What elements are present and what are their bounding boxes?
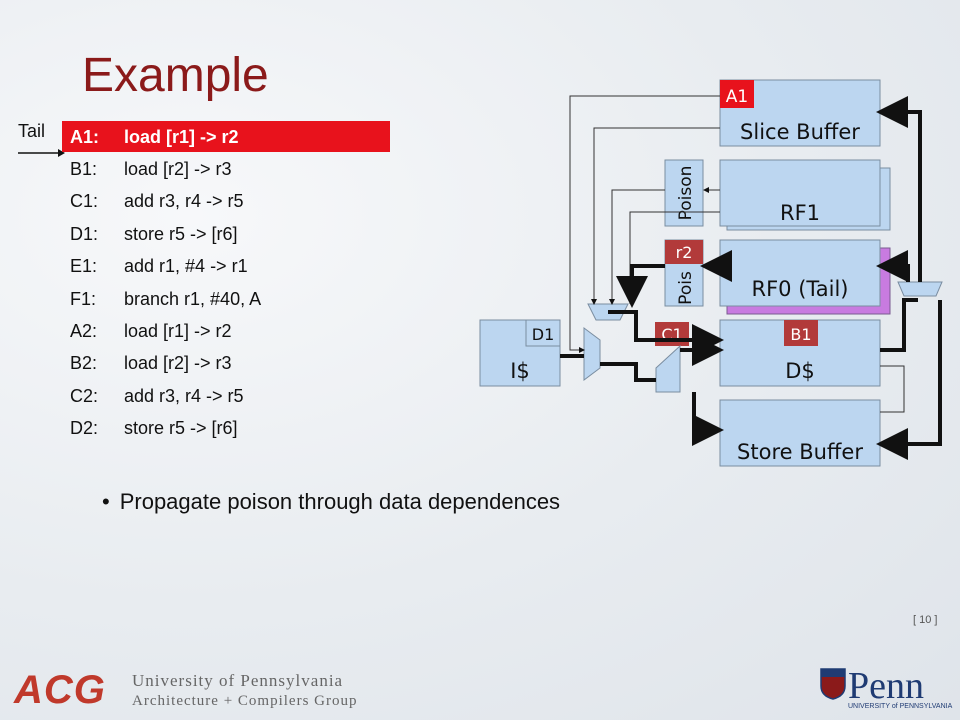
code-label: A2: <box>70 320 98 341</box>
bullet-text: Propagate poison through data dependence… <box>119 489 561 514</box>
code-instr: load [r1] -> r2 <box>124 320 232 341</box>
icache-tag-box <box>525 319 561 347</box>
alu-shape <box>655 344 681 393</box>
code-line: E1: add r1, #4 -> r1 <box>70 252 248 282</box>
poison-rf0-label: Pois <box>676 271 696 305</box>
tail-arrow-icon <box>18 149 65 157</box>
mux-icache <box>583 327 601 381</box>
code-line: A1: load [r1] -> r2 <box>70 122 239 152</box>
code-label: E1: <box>70 256 98 277</box>
slice-tag-box <box>720 80 754 108</box>
poison-rf1-box <box>664 159 704 227</box>
upenn-line1: University of Pennsylvania <box>132 671 344 690</box>
r2-tag-box <box>665 240 703 264</box>
code-instr: branch r1, #40, A <box>124 288 262 309</box>
code-instr: store r5 -> [r6] <box>124 418 238 439</box>
code-instr: add r1, #4 -> r1 <box>124 256 248 277</box>
code-instr: add r3, r4 -> r5 <box>124 191 244 212</box>
tail-label: Tail <box>18 121 46 141</box>
code-label: C2: <box>70 385 99 406</box>
rf1-box <box>719 159 881 227</box>
code-line: C1: add r3, r4 -> r5 <box>70 187 244 217</box>
code-label: B2: <box>70 353 98 374</box>
store-buffer-label: Store Buffer <box>737 440 863 464</box>
rf1-label: RF1 <box>780 201 820 225</box>
code-instr: store r5 -> [r6] <box>124 223 238 244</box>
code-label: F1: <box>70 288 97 309</box>
dcache-tag-box <box>784 320 818 346</box>
upenn-line2: Architecture + Compilers Group <box>132 693 358 709</box>
code-line: C2: add r3, r4 -> r5 <box>70 381 244 411</box>
bullet-dot: • <box>102 489 110 514</box>
dcache-label: D$ <box>785 359 815 383</box>
mux-right <box>897 281 943 297</box>
code-label: D1: <box>70 223 99 244</box>
acg-logo: ACG <box>14 668 106 712</box>
code-line: F1: branch r1, #40, A <box>70 284 261 314</box>
penn-subtitle: UNIVERSITY of PENNSYLVANIA <box>848 703 953 710</box>
code-highlight <box>62 121 390 152</box>
code-line: B2: load [r2] -> r3 <box>70 349 232 379</box>
icache-tag: D1 <box>532 325 555 344</box>
code-label: A1: <box>70 126 100 147</box>
code-label: D2: <box>70 418 99 439</box>
rf0-box <box>719 239 881 307</box>
code-line: B1: load [r2] -> r3 <box>70 154 232 184</box>
slide-title: Example <box>82 49 269 102</box>
code-instr: load [r1] -> r2 <box>124 126 239 147</box>
code-instr: add r3, r4 -> r5 <box>124 385 244 406</box>
rf0-label: RF0 (Tail) <box>752 277 849 301</box>
code-line: A2: load [r1] -> r2 <box>70 316 232 346</box>
poison-rf1-label: Poison <box>676 166 696 221</box>
dcache-tag: B1 <box>790 325 811 344</box>
code-line: D2: store r5 -> [r6] <box>70 414 238 444</box>
bullet-point: • Propagate poison through data dependenc… <box>102 489 560 515</box>
code-instr: load [r2] -> r3 <box>124 158 232 179</box>
penn-logo: Penn <box>848 665 924 707</box>
code-label: B1: <box>70 158 98 179</box>
code-instr: load [r2] -> r3 <box>124 353 232 374</box>
slice-tag: A1 <box>726 87 748 107</box>
icache-label: I$ <box>510 359 530 383</box>
page-number: [ 10 ] <box>913 614 938 626</box>
code-line: D1: store r5 -> [r6] <box>70 219 238 249</box>
r2-tag: r2 <box>676 243 693 262</box>
penn-shield-icon <box>820 668 846 700</box>
code-label: C1: <box>70 191 99 212</box>
slice-buffer-label: Slice Buffer <box>740 120 860 144</box>
